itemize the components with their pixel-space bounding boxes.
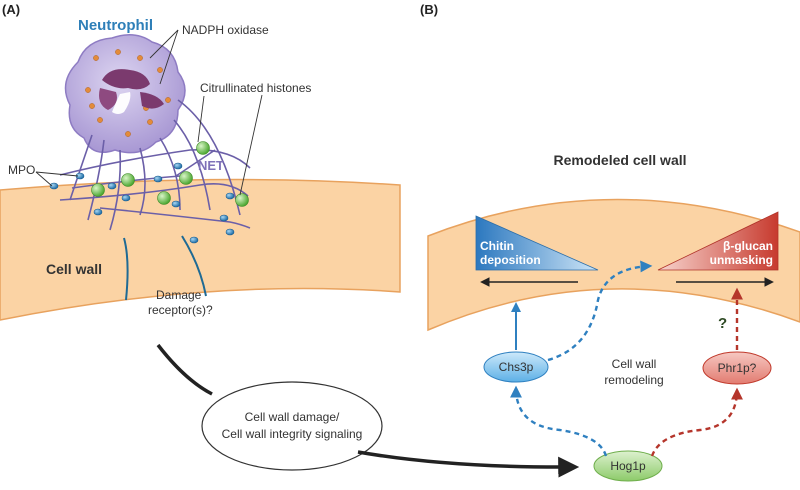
chs3p-label: Chs3p	[499, 360, 534, 374]
hog1p-label: Hog1p	[610, 459, 646, 473]
nadph-label: NADPH oxidase	[182, 23, 269, 37]
phr1p-label: Phr1p?	[718, 361, 757, 375]
nucleus	[99, 69, 164, 114]
hog1p-to-phr1p-dashed	[650, 387, 743, 457]
signal-to-hog1p-arrow	[357, 450, 580, 478]
net-strands	[59, 99, 251, 231]
damage-receptors	[123, 235, 207, 301]
chs3p-node	[483, 351, 549, 383]
damage-label-2: receptor(s)?	[148, 303, 213, 317]
question-mark: ?	[718, 315, 727, 332]
chitin-label-2: deposition	[480, 253, 541, 267]
panel-a-label: (A)	[2, 2, 20, 17]
damage-to-signal-arrow	[156, 343, 213, 396]
histone-nodes	[91, 141, 249, 207]
remodel-label-2: remodeling	[604, 373, 663, 387]
net-label: NET	[198, 158, 224, 173]
callout-lines	[35, 29, 263, 196]
phr1p-node	[702, 351, 772, 385]
cell-wall-band-b	[427, 198, 800, 332]
chitin-label-1: Chitin	[480, 239, 514, 253]
chitin-triangle	[475, 215, 599, 271]
damage-label-1: Damage	[156, 288, 202, 302]
histones-label: Citrullinated histones	[200, 81, 311, 95]
glucan-label-2: unmasking	[710, 253, 773, 267]
signaling-ellipse	[201, 381, 383, 471]
glucan-triangle	[657, 211, 779, 271]
glucan-label-1: β-glucan	[723, 239, 773, 253]
mpo-label: MPO	[8, 163, 35, 177]
chs3p-to-glucan-dashed	[547, 260, 653, 362]
remodel-label-1: Cell wall	[612, 357, 657, 371]
remodeled-title: Remodeled cell wall	[553, 152, 686, 168]
signal-label-2: Cell wall integrity signaling	[222, 427, 363, 441]
cell-wall-label-a: Cell wall	[46, 261, 102, 277]
neutrophil-label: Neutrophil	[78, 17, 153, 34]
hog1p-node	[593, 450, 663, 482]
panel-b-label: (B)	[420, 2, 438, 17]
hog1p-to-chs3p-dashed	[510, 385, 608, 457]
signal-label-1: Cell wall damage/	[245, 410, 340, 424]
mpo-nodes	[49, 162, 235, 244]
